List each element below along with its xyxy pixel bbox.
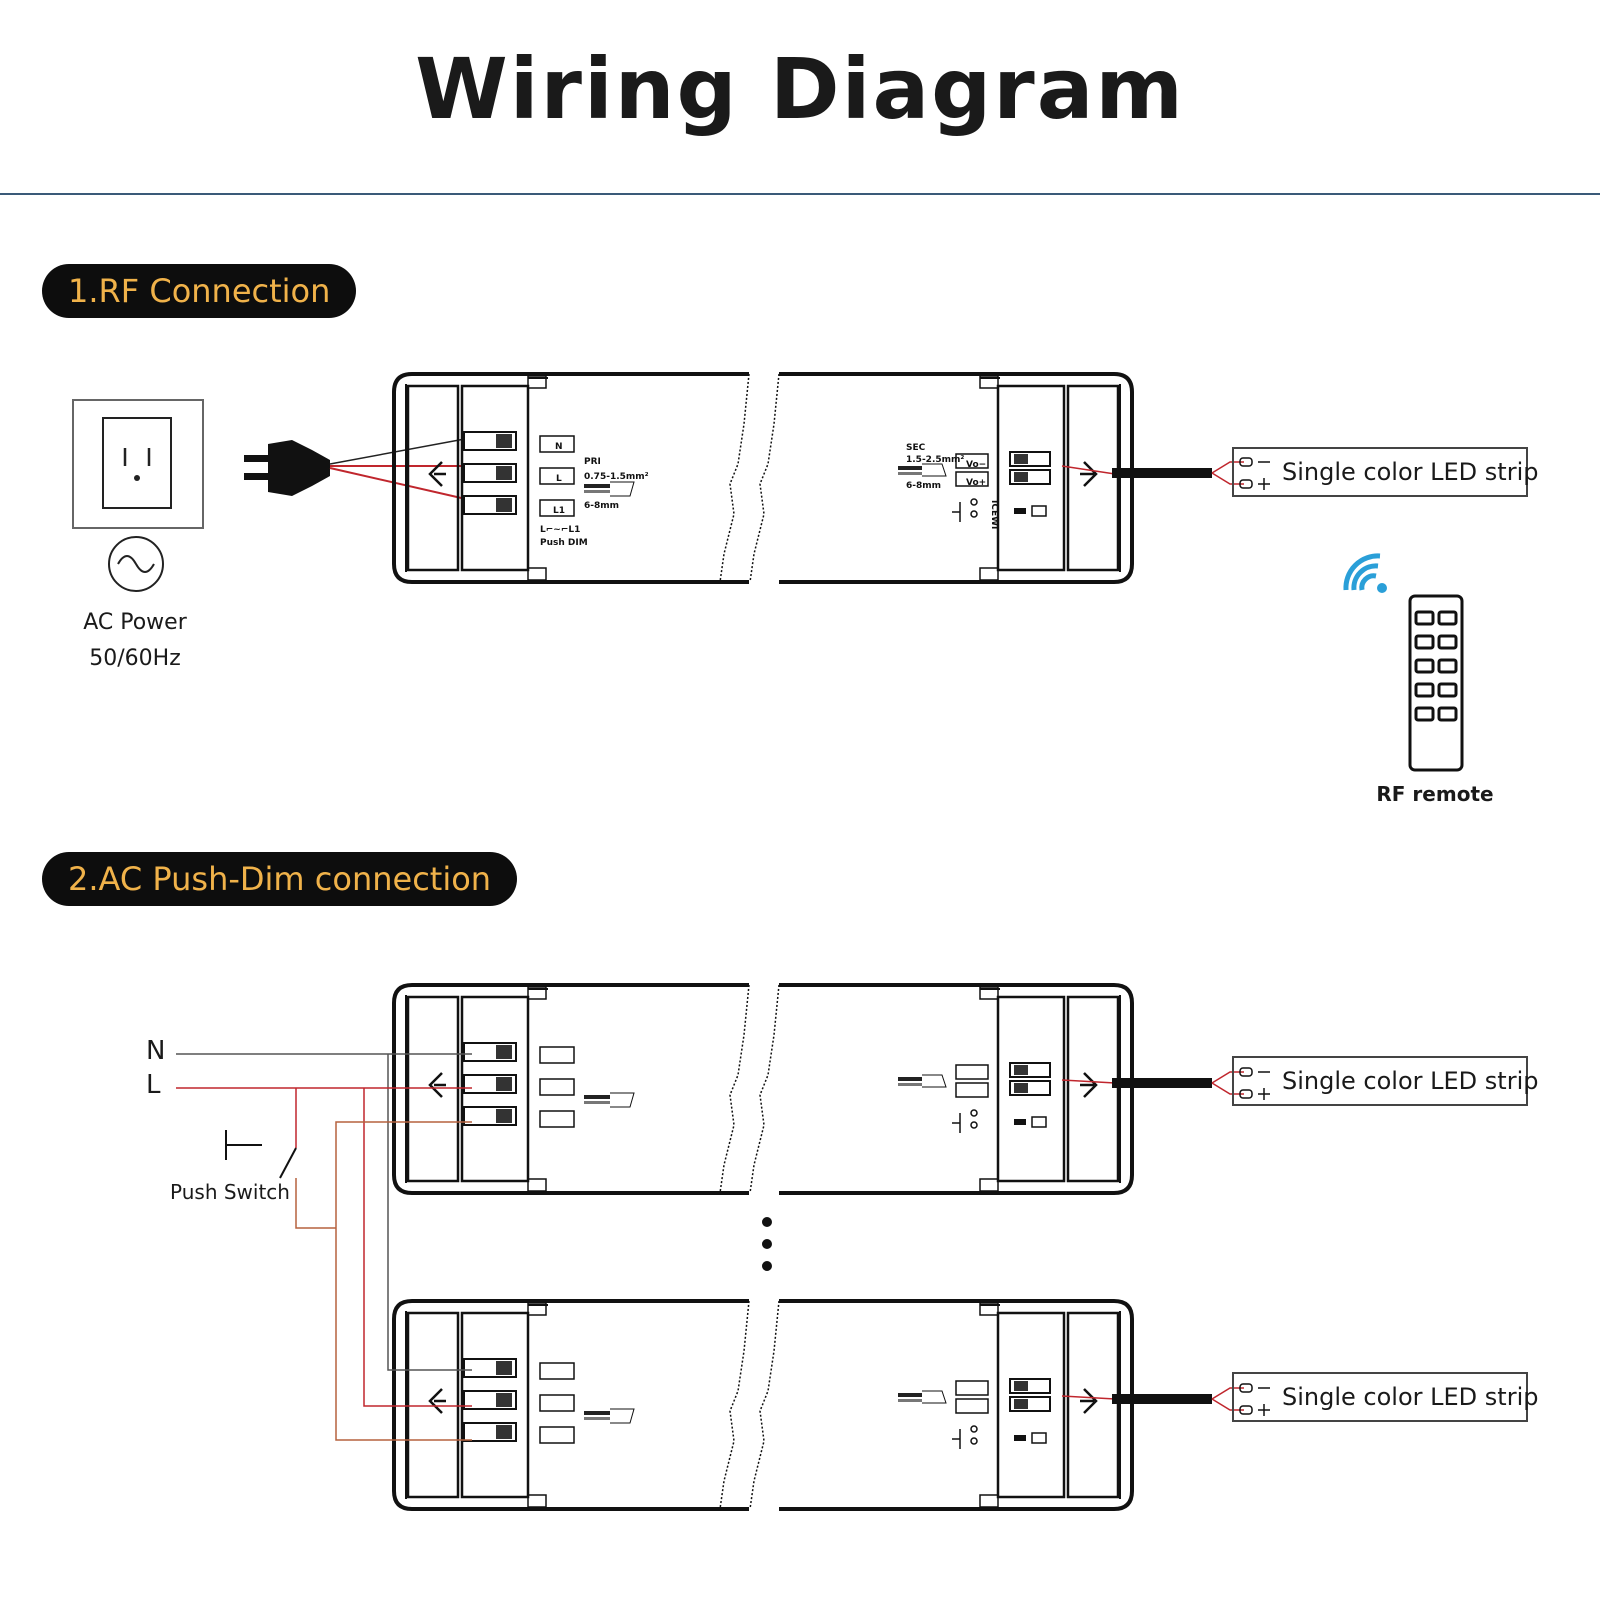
- ac-power-label: AC Power: [83, 610, 187, 635]
- power-plug-icon: [244, 440, 330, 496]
- mark-sec-gauge: 1.5-2.5mm²: [906, 455, 964, 465]
- led-strip-label-push-1: Single color LED strip: [1232, 1056, 1538, 1106]
- mark-sec-strip: 6-8mm: [906, 481, 941, 491]
- continuation-dots: [762, 1217, 772, 1271]
- led-strip-label-push-2: Single color LED strip: [1232, 1372, 1538, 1422]
- ac-frequency-label: 50/60Hz: [89, 646, 181, 671]
- section-push-dim-connection: 2.AC Push-Dim connection: [42, 852, 518, 906]
- switched-wire: [295, 1121, 472, 1441]
- title-divider: [0, 193, 1600, 195]
- strip-terminal-icons: [1239, 457, 1270, 1416]
- wifi-signal-icon: [1343, 553, 1387, 593]
- ac-sine-icon: [108, 536, 164, 592]
- mark-l1: L1: [553, 506, 565, 516]
- mark-pushdim-a: L⌐~⌐L1: [540, 525, 580, 535]
- mark-vo-plus: Vo+: [966, 478, 986, 488]
- driver-markings-1: N L L1 PRI 0.75-1.5mm² 6-8mm L⌐~⌐L1 Push…: [540, 442, 999, 548]
- push-switch-icon: [279, 1147, 297, 1179]
- rf-remote-label: RF remote: [1376, 782, 1494, 806]
- led-strip-label-rf: Single color LED strip: [1232, 447, 1538, 497]
- led-driver-rf: [392, 372, 1134, 584]
- section-rf-connection: 1.RF Connection: [42, 264, 357, 318]
- mark-l: L: [556, 474, 562, 484]
- neutral-label: N: [146, 1036, 166, 1066]
- led-driver-push-1: [392, 983, 1134, 1195]
- neutral-wire: [176, 1053, 472, 1371]
- mark-n: N: [555, 442, 563, 452]
- rf-remote-icon: [1408, 594, 1464, 772]
- mark-pri-gauge: 0.75-1.5mm²: [584, 472, 649, 482]
- mark-vo-minus: Vo−: [966, 460, 986, 470]
- live-label: L: [146, 1070, 161, 1100]
- mark-pri: PRI: [584, 457, 601, 467]
- mark-learn: ICEWI: [989, 500, 999, 529]
- mark-pushdim-b: Push DIM: [540, 538, 588, 548]
- mark-sec: SEC: [906, 443, 926, 453]
- wall-socket-icon: [72, 399, 204, 529]
- power-cord: [329, 465, 471, 501]
- led-driver-push-2: [392, 1299, 1134, 1511]
- output-cable: [1112, 468, 1212, 478]
- push-switch-label: Push Switch: [170, 1180, 290, 1204]
- page-title: Wiring Diagram: [415, 40, 1185, 138]
- mark-pri-strip: 6-8mm: [584, 501, 619, 511]
- live-wire: [176, 1087, 472, 1407]
